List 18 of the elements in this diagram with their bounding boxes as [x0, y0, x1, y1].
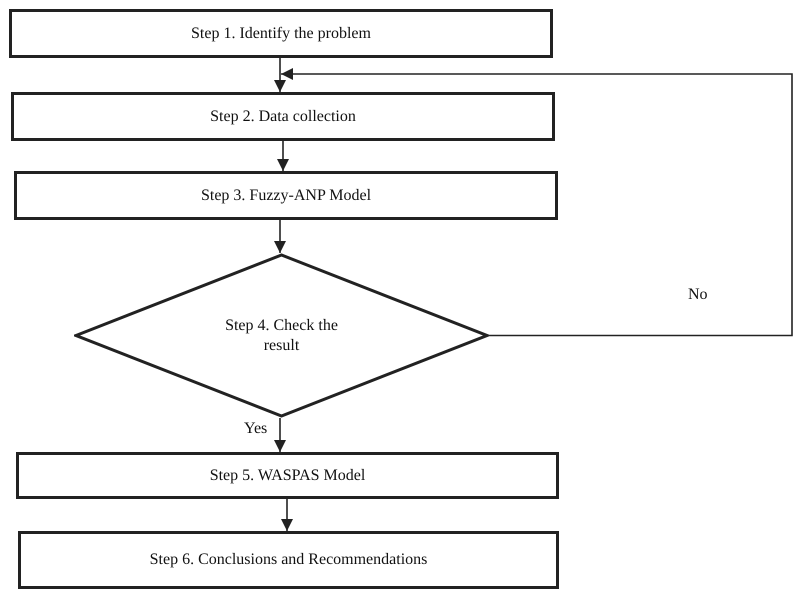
step-label: Step 4. Check the result [224, 316, 339, 355]
arrow [274, 220, 286, 253]
step-label: Step 1. Identify the problem [191, 24, 371, 44]
arrow [274, 418, 286, 452]
process-box [9, 9, 553, 58]
step-label: Step 5. WASPAS Model [210, 466, 366, 486]
process-box [18, 531, 559, 589]
step-label: Step 6. Conclusions and Recommendations [150, 550, 428, 570]
arrow [277, 141, 289, 171]
arrow [274, 58, 286, 92]
decision-diamond [74, 253, 489, 418]
process-box [11, 92, 555, 141]
step-label: Step 3. Fuzzy-ANP Model [200, 186, 372, 206]
step-label: Step 2. Data collection [210, 106, 356, 126]
process-box [14, 171, 558, 220]
arrow [281, 68, 793, 336]
process-box [16, 452, 559, 499]
arrow [281, 499, 293, 531]
